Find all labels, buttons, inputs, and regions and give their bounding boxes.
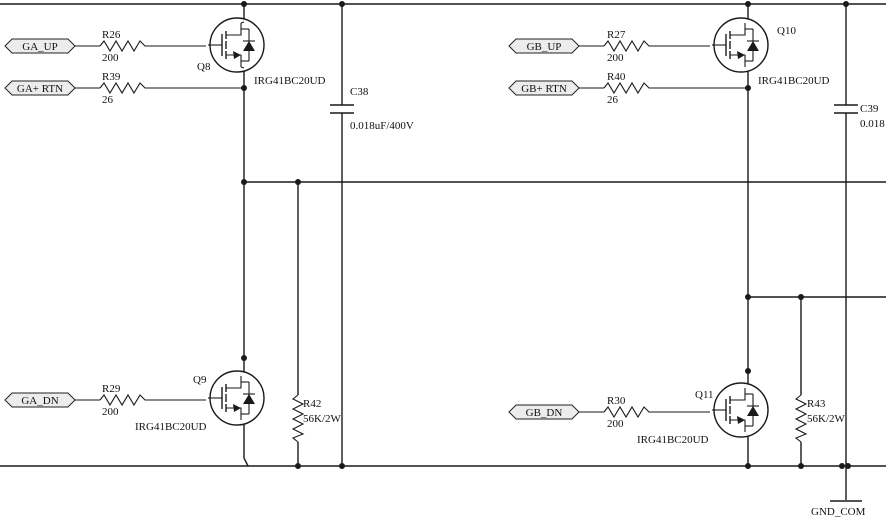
junction-dot xyxy=(295,179,301,185)
ground-symbol: GND_COM xyxy=(811,506,866,518)
port-label-ga-up: GA_UP xyxy=(22,41,57,53)
resistor-ref-r40: R40 xyxy=(607,71,626,83)
capacitor-c38: C38 0.018uF/400V xyxy=(330,86,414,132)
igbt-ref-q10: Q10 xyxy=(777,25,796,37)
igbt-q11: Q11 IRG41BC20UD xyxy=(637,382,769,446)
resistor-zigzag xyxy=(99,393,206,407)
port-label-gb-dn: GB_DN xyxy=(526,407,563,419)
port-ga-dn: GA_DN xyxy=(4,392,100,408)
capacitor-value-c38: 0.018uF/400V xyxy=(350,120,414,132)
resistor-ref-r26: R26 xyxy=(102,29,121,41)
resistor-r30: R30 200 xyxy=(603,395,710,430)
junction-dots xyxy=(241,1,851,469)
igbt-part-q8: IRG41BC20UD xyxy=(254,75,326,87)
resistor-r29: R29 200 xyxy=(99,383,206,418)
resistor-ref-r30: R30 xyxy=(607,395,626,407)
resistor-zigzag xyxy=(291,394,305,443)
capacitor-value-c39: 0.018 xyxy=(860,118,885,130)
junction-dot xyxy=(241,179,247,185)
port-label-gb-up: GB_UP xyxy=(527,41,562,53)
resistor-value-r29: 200 xyxy=(102,406,119,418)
resistor-zigzag xyxy=(99,81,244,95)
port-gb-up: GB_UP xyxy=(508,38,604,54)
junction-dot xyxy=(339,1,345,7)
port-ga-rtn: GA+ RTN xyxy=(4,80,100,96)
resistor-ref-r29: R29 xyxy=(102,383,121,395)
resistor-value-r40: 26 xyxy=(607,94,619,106)
resistor-value-r27: 200 xyxy=(607,52,624,64)
resistor-ref-r43: R43 xyxy=(807,398,826,410)
igbt-symbol xyxy=(207,370,265,426)
junction-dot xyxy=(745,1,751,7)
igbt-q8: Q8 IRG41BC20UD xyxy=(197,17,326,87)
resistor-value-r42: 56K/2W xyxy=(303,413,342,425)
port-label-ga-rtn: GA+ RTN xyxy=(17,83,63,95)
junction-dot xyxy=(843,1,849,7)
port-gb-dn: GB_DN xyxy=(508,404,604,420)
resistor-zigzag xyxy=(794,394,808,443)
igbt-ref-q9: Q9 xyxy=(193,374,207,386)
wiring xyxy=(0,3,886,502)
igbt-symbol xyxy=(207,17,265,73)
igbt-symbol xyxy=(711,382,769,438)
ground-label: GND_COM xyxy=(811,506,866,518)
port-ga-up: GA_UP xyxy=(4,38,100,54)
resistor-r42: R42 56K/2W xyxy=(291,394,342,443)
junction-dot xyxy=(745,463,751,469)
resistor-r26: R26 200 xyxy=(99,29,206,64)
resistor-ref-r27: R27 xyxy=(607,29,626,41)
resistor-ref-r42: R42 xyxy=(303,398,321,410)
junction-dot xyxy=(798,294,804,300)
capacitor-c39: C39 0.018 xyxy=(834,103,885,130)
igbt-ref-q11: Q11 xyxy=(695,389,714,401)
igbt-part-q10: IRG41BC20UD xyxy=(758,75,830,87)
port-label-ga-dn: GA_DN xyxy=(21,395,58,407)
capacitor-ref-c38: C38 xyxy=(350,86,369,98)
resistor-zigzag xyxy=(99,39,206,53)
resistor-zigzag xyxy=(603,81,748,95)
junction-dot xyxy=(339,463,345,469)
resistor-r39: R39 26 xyxy=(99,71,244,106)
junction-dot xyxy=(241,1,247,7)
junction-dot xyxy=(839,463,845,469)
resistor-ref-r39: R39 xyxy=(102,71,121,83)
igbt-collector-lead xyxy=(240,21,245,24)
igbt-symbol xyxy=(711,17,769,73)
junction-dot xyxy=(295,463,301,469)
igbt-ref-q8: Q8 xyxy=(197,61,211,73)
resistor-value-r43: 56K/2W xyxy=(807,413,846,425)
junction-dot xyxy=(745,368,751,374)
igbt-part-q11: IRG41BC20UD xyxy=(637,434,709,446)
resistor-r40: R40 26 xyxy=(603,71,748,106)
capacitor-ref-c39: C39 xyxy=(860,103,879,115)
resistor-value-r39: 26 xyxy=(102,94,114,106)
junction-dot xyxy=(241,355,247,361)
junction-dot xyxy=(845,463,851,469)
junction-dot xyxy=(745,294,751,300)
junction-dot xyxy=(798,463,804,469)
igbt-q10: Q10 IRG41BC20UD xyxy=(711,17,830,87)
resistor-value-r26: 200 xyxy=(102,52,119,64)
resistor-r27: R27 200 xyxy=(603,29,710,64)
resistor-value-r30: 200 xyxy=(607,418,624,430)
igbt-emitter-lead xyxy=(240,66,245,69)
igbt-q9: Q9 IRG41BC20UD xyxy=(135,370,265,433)
port-label-gb-rtn: GB+ RTN xyxy=(521,83,567,95)
resistor-zigzag xyxy=(603,405,710,419)
port-gb-rtn: GB+ RTN xyxy=(508,80,604,96)
resistor-r43: R43 56K/2W xyxy=(794,394,846,443)
resistor-zigzag xyxy=(603,39,710,53)
q9-emitter-wire xyxy=(243,424,249,467)
igbt-part-q9: IRG41BC20UD xyxy=(135,421,207,433)
